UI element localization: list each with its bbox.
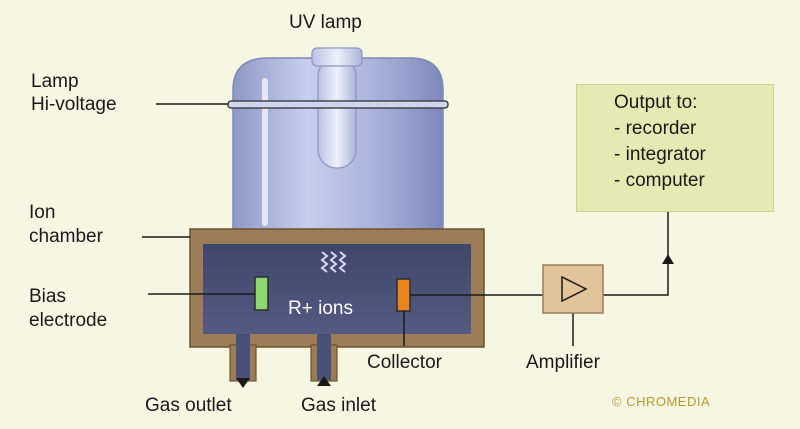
lamp-glass-highlight bbox=[262, 78, 268, 226]
hi-voltage-label: Hi-voltage bbox=[31, 94, 117, 115]
gas-inlet-channel bbox=[317, 334, 331, 380]
ion-chamber-inner bbox=[203, 244, 471, 334]
leader-lines bbox=[142, 103, 405, 346]
gas-inlet-label: Gas inlet bbox=[301, 395, 376, 416]
gas-inlet-arrow bbox=[317, 376, 331, 386]
gas-outlet-label: Gas outlet bbox=[145, 395, 232, 416]
electrode-label: electrode bbox=[29, 310, 108, 331]
amplifier-symbol bbox=[561, 275, 588, 303]
amplifier-box bbox=[542, 264, 604, 314]
uv-radiation-icon bbox=[320, 251, 347, 273]
amplifier-label: Amplifier bbox=[526, 352, 600, 373]
bias-label: Bias bbox=[29, 286, 66, 307]
output-box bbox=[576, 84, 774, 212]
output-item-recorder: - recorder bbox=[614, 118, 697, 139]
hi-voltage-ring bbox=[227, 100, 449, 109]
bias-electrode bbox=[254, 276, 269, 311]
chamber-label: chamber bbox=[29, 226, 103, 247]
collector-electrode bbox=[396, 278, 411, 312]
ions-label: R+ ions bbox=[288, 298, 353, 319]
uv-lamp-label: UV lamp bbox=[289, 12, 362, 33]
uv-lamp-tube bbox=[317, 57, 357, 169]
output-arrow bbox=[662, 254, 674, 264]
gas-outlet-arrow bbox=[236, 378, 250, 388]
uv-lamp-cap bbox=[311, 47, 363, 67]
lamp-label: Lamp bbox=[31, 71, 79, 92]
collector-label: Collector bbox=[367, 352, 442, 373]
gas-outlet-channel bbox=[236, 334, 250, 380]
output-title: Output to: bbox=[614, 92, 698, 113]
credit-label: © CHROMEDIA bbox=[612, 394, 711, 409]
output-item-integrator: - integrator bbox=[614, 144, 706, 165]
ion-label: Ion bbox=[29, 202, 56, 223]
signal-wires bbox=[410, 212, 669, 346]
output-item-computer: - computer bbox=[614, 170, 705, 191]
